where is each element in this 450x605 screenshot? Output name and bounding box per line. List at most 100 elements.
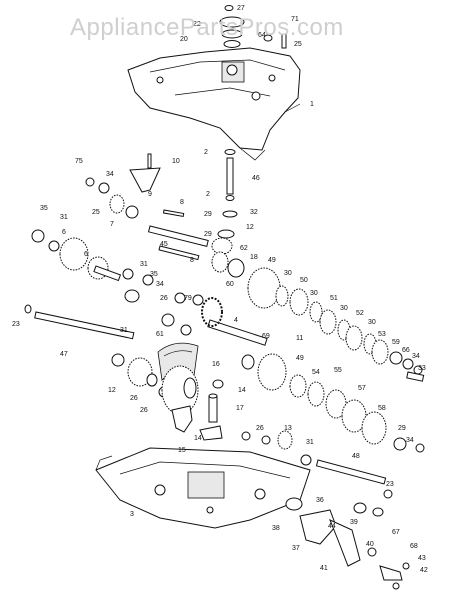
callout-c30c: 30: [340, 305, 348, 312]
callout-c40: 40: [366, 541, 374, 548]
shift-lever-assembly: [285, 497, 410, 590]
callout-labels: 2771222064251210753446925728322912353145…: [12, 5, 428, 574]
callout-c62: 62: [240, 245, 248, 252]
callout-c34a: 34: [106, 171, 114, 178]
callout-c46: 46: [252, 175, 260, 182]
shaft-47: [24, 304, 135, 367]
callout-c2b: 2: [206, 191, 210, 198]
callout-c29c: 29: [398, 425, 406, 432]
callout-c52: 52: [356, 310, 364, 317]
upper-gear-stack: [211, 251, 425, 382]
chain-60: [201, 297, 223, 327]
callout-c66: 66: [402, 347, 410, 354]
callout-c71: 71: [291, 16, 299, 23]
shaft-4: [161, 292, 268, 346]
callout-c6b: 6: [84, 251, 88, 258]
callout-c26c: 26: [140, 407, 148, 414]
callout-c31a: 31: [60, 214, 68, 221]
callout-c30d: 30: [368, 319, 376, 326]
callout-c36: 36: [316, 497, 324, 504]
callout-c43: 43: [418, 555, 426, 562]
callout-c14a: 14: [238, 387, 246, 394]
callout-c29b: 29: [204, 231, 212, 238]
callout-c26a: 26: [160, 295, 168, 302]
callout-c48: 48: [352, 453, 360, 460]
callout-c31c: 31: [120, 327, 128, 334]
callout-c49b: 49: [296, 355, 304, 362]
callout-c34b: 34: [156, 281, 164, 288]
callout-c11: 11: [296, 335, 303, 342]
callout-c14b: 14: [194, 435, 202, 442]
callout-c75: 75: [75, 158, 83, 165]
callout-c1: 1: [310, 101, 314, 108]
callout-c23a: 23: [12, 321, 20, 328]
callout-c31b: 31: [140, 261, 148, 268]
callout-c38: 38: [272, 525, 280, 532]
callout-c7: 7: [110, 221, 114, 228]
callout-c20: 20: [180, 36, 188, 43]
callout-c67: 67: [392, 529, 400, 536]
callout-c13: 13: [284, 425, 292, 432]
shaft-45: [147, 209, 209, 261]
callout-c35a: 35: [40, 205, 48, 212]
shifter-15: [171, 405, 193, 433]
callout-c22: 22: [193, 21, 201, 28]
callout-c18: 18: [250, 254, 258, 261]
callout-c59: 59: [392, 339, 400, 346]
callout-c44: 44: [328, 523, 336, 530]
callout-c57: 57: [358, 385, 366, 392]
callout-c15: 15: [178, 447, 186, 454]
callout-c8a: 8: [180, 199, 184, 206]
gear-18: [161, 365, 199, 415]
callout-c61: 61: [156, 331, 164, 338]
upper-housing: [127, 47, 301, 161]
callout-c17: 17: [236, 405, 244, 412]
callout-c26b: 26: [130, 395, 138, 402]
callout-c49a: 49: [268, 257, 276, 264]
lower-case: [95, 447, 311, 529]
vertical-shaft: [211, 149, 238, 255]
callout-c30a: 30: [284, 270, 292, 277]
callout-c2a: 2: [204, 149, 208, 156]
callout-c69: 69: [262, 333, 270, 340]
lower-gear-stack: [241, 353, 425, 453]
callout-c26d: 26: [256, 425, 264, 432]
callout-c34c: 34: [412, 353, 420, 360]
callout-c12a: 12: [246, 224, 254, 231]
callout-c30b: 30: [310, 290, 318, 297]
callout-c50: 50: [300, 277, 308, 284]
callout-c4: 4: [234, 317, 238, 324]
callout-c29a: 29: [204, 211, 212, 218]
left-gear-cluster: [31, 229, 154, 303]
callout-c25a: 25: [294, 41, 302, 48]
callout-c23b: 23: [386, 481, 394, 488]
callout-c37: 37: [292, 545, 300, 552]
callout-c3: 3: [130, 511, 134, 518]
callout-c16: 16: [212, 361, 220, 368]
middle-small-parts: [241, 430, 312, 466]
callout-c39: 39: [350, 519, 358, 526]
callout-c54: 54: [312, 369, 320, 376]
callout-c45: 45: [160, 241, 168, 248]
callout-c68: 68: [410, 543, 418, 550]
callout-c41: 41: [320, 565, 328, 572]
callout-c34d: 34: [406, 437, 414, 444]
shaft-48: [315, 459, 393, 517]
callout-c25b: 25: [92, 209, 100, 216]
callout-c9: 9: [148, 191, 152, 198]
callout-c53: 53: [378, 331, 386, 338]
callout-c31d: 31: [306, 439, 314, 446]
callout-c51: 51: [330, 295, 338, 302]
callout-c64: 64: [258, 32, 266, 39]
callout-c12b: 12: [108, 387, 116, 394]
callout-c33: 33: [418, 365, 426, 372]
callout-c55: 55: [334, 367, 342, 374]
shaft-17: [199, 379, 224, 441]
callout-c47: 47: [60, 351, 68, 358]
callout-c58: 58: [378, 405, 386, 412]
callout-c42: 42: [420, 567, 428, 574]
callout-c79: 79: [184, 295, 192, 302]
callout-c8b: 8: [190, 257, 194, 264]
